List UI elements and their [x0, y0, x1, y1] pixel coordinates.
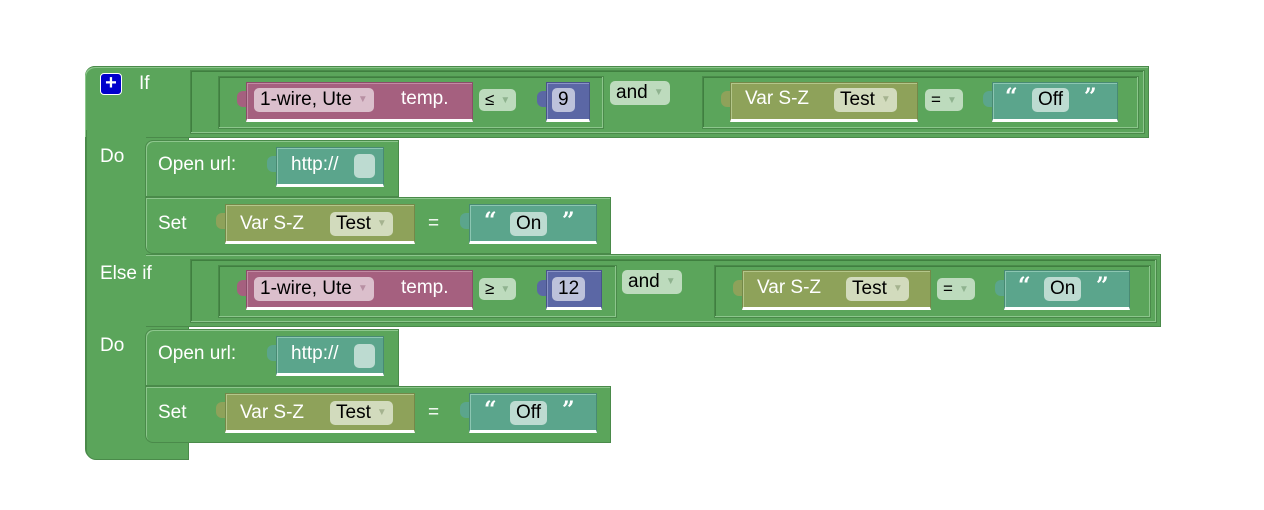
var-category-label: Var S-Z [240, 402, 305, 423]
url-prefix-label: http:// [291, 343, 339, 364]
equals-label: = [428, 402, 440, 423]
else-if-label: Else if [100, 263, 152, 284]
var-category-label: Var S-Z [757, 277, 822, 298]
operator-dropdown[interactable]: =▼ [937, 278, 975, 300]
quote-close-icon: ” [1084, 84, 1097, 110]
var-name-dropdown[interactable]: Test▼ [846, 277, 909, 301]
quote-open-icon: “ [484, 397, 497, 423]
number-field[interactable]: 12 [552, 277, 586, 301]
var-category-label: Var S-Z [745, 88, 810, 109]
logic-op-dropdown[interactable]: and▼ [622, 270, 682, 294]
variable-block[interactable] [742, 270, 931, 310]
text-field[interactable]: Off [1032, 88, 1069, 112]
set-label: Set [158, 402, 187, 423]
operator-dropdown[interactable]: =▼ [925, 89, 963, 111]
text-field[interactable]: On [1044, 277, 1082, 301]
text-field[interactable]: Off [510, 401, 547, 425]
var-category-label: Var S-Z [240, 213, 305, 234]
url-field[interactable] [354, 154, 375, 178]
quote-close-icon: ” [562, 208, 575, 234]
do-label: Do [100, 335, 125, 356]
url-field[interactable] [354, 344, 375, 368]
if-label: If [139, 73, 150, 94]
open-url-label: Open url: [158, 343, 237, 364]
do-label: Do [100, 146, 125, 167]
number-field[interactable]: 9 [552, 88, 575, 112]
quote-close-icon: ” [562, 397, 575, 423]
equals-label: = [428, 213, 440, 234]
quote-open-icon: “ [1018, 273, 1031, 299]
quote-open-icon: “ [1005, 84, 1018, 110]
sensor-dropdown[interactable]: 1-wire, Ute▼ [254, 277, 374, 301]
operator-dropdown[interactable]: ≥▼ [479, 278, 517, 300]
property-label: temp. [401, 88, 449, 109]
open-url-label: Open url: [158, 154, 237, 175]
set-label: Set [158, 213, 187, 234]
var-name-dropdown[interactable]: Test▼ [834, 88, 897, 112]
plus-icon[interactable]: + [100, 73, 122, 95]
logic-op-dropdown[interactable]: and▼ [610, 81, 670, 105]
url-prefix-label: http:// [291, 154, 339, 175]
quote-close-icon: ” [1096, 273, 1109, 299]
quote-open-icon: “ [484, 208, 497, 234]
text-field[interactable]: On [510, 212, 548, 236]
var-name-dropdown[interactable]: Test▼ [330, 212, 393, 236]
operator-dropdown[interactable]: ≤▼ [479, 89, 517, 111]
var-name-dropdown[interactable]: Test▼ [330, 401, 393, 425]
property-label: temp. [401, 277, 449, 298]
sensor-dropdown[interactable]: 1-wire, Ute▼ [254, 88, 374, 112]
